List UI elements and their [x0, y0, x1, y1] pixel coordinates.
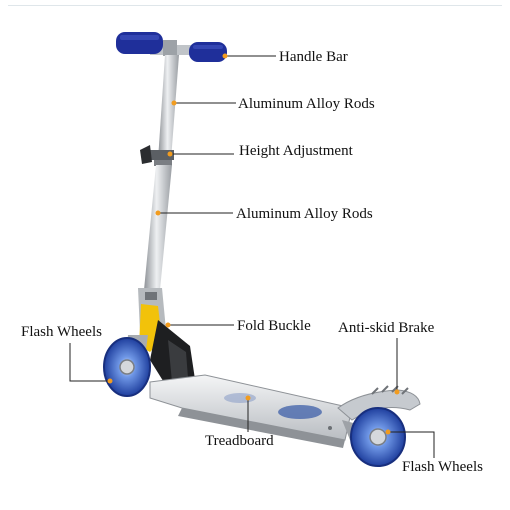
label-alloy-rods-lower: Aluminum Alloy Rods: [236, 206, 373, 222]
front-wheel-part: [103, 337, 151, 397]
leader-flash-wheels-left: [69, 343, 110, 382]
height-clamp-part: [140, 145, 174, 166]
label-handle-bar: Handle Bar: [279, 49, 348, 65]
label-fold-buckle: Fold Buckle: [237, 318, 311, 334]
leader-dots: [107, 53, 400, 435]
rear-wheel-part: [350, 407, 406, 467]
handle-bar-part: [116, 32, 227, 62]
top-border-line: [8, 5, 502, 6]
label-flash-wheels-left: Flash Wheels: [21, 324, 102, 340]
upper-rod-part: [158, 55, 179, 160]
lower-rod-part: [144, 165, 172, 290]
label-anti-skid-brake: Anti-skid Brake: [338, 320, 435, 336]
treadboard-part: [149, 374, 353, 448]
label-treadboard: Treadboard: [205, 433, 274, 449]
label-height-adjustment: Height Adjustment: [239, 143, 353, 159]
leader-flash-wheels-right: [388, 431, 435, 458]
label-alloy-rods-upper: Aluminum Alloy Rods: [238, 96, 375, 112]
leader-lines: [69, 55, 435, 458]
label-flash-wheels-right: Flash Wheels: [402, 459, 483, 475]
